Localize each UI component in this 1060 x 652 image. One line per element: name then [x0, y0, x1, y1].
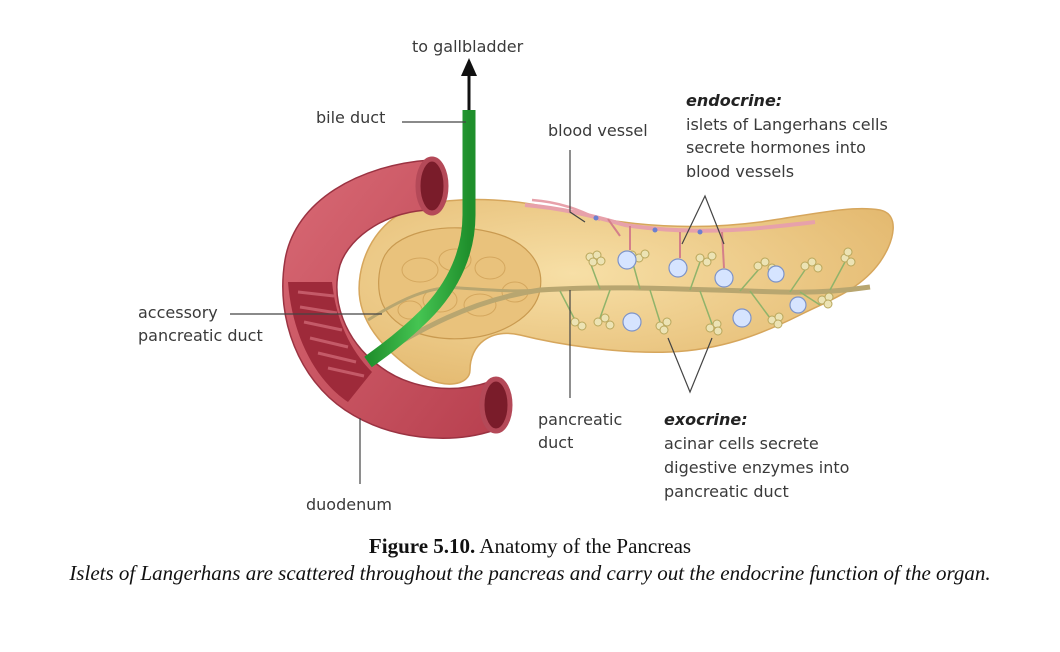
- pancreatic-duct: [368, 284, 871, 363]
- label-to-gallbladder: to gallbladder: [412, 37, 524, 56]
- figure-number: Figure 5.10.: [368, 534, 476, 558]
- label-exocrine-line1: acinar cells secrete: [664, 434, 819, 453]
- label-endocrine-title: endocrine:: [686, 91, 782, 110]
- pancreas-head-section: [378, 227, 542, 340]
- blood-vessel-capillaries: [607, 218, 725, 269]
- exocrine-leader: [667, 337, 713, 394]
- figure-caption: Figure 5.10. Anatomy of the Pancreas Isl…: [30, 533, 1030, 587]
- duodenum-lower-opening: [479, 376, 513, 434]
- label-endocrine-line1: islets of Langerhans cells: [686, 115, 888, 134]
- label-exocrine-title: exocrine:: [664, 410, 748, 429]
- duodenum-upper-opening: [415, 156, 449, 216]
- blood-vessel-valves: [593, 215, 703, 235]
- figure-description: Islets of Langerhans are scattered throu…: [69, 561, 991, 585]
- blood-vessel-leader: [569, 150, 586, 223]
- blood-vessel: [524, 203, 816, 233]
- figure-title: Anatomy of the Pancreas: [479, 534, 692, 558]
- label-endocrine-line2: secrete hormones into: [686, 138, 866, 157]
- label-blood-vessel: blood vessel: [548, 121, 648, 140]
- bile-duct: [364, 110, 476, 368]
- to-gallbladder-arrowhead: [461, 58, 477, 76]
- label-pancreatic-duct-line2: duct: [538, 433, 573, 452]
- pancreas-lobule-texture: [397, 248, 529, 320]
- acinar-clusters: [570, 247, 856, 336]
- label-exocrine-line3: pancreatic duct: [664, 482, 789, 501]
- endocrine-leader: [681, 194, 725, 245]
- label-exocrine-line2: digestive enzymes into: [664, 458, 849, 477]
- label-accessory-line1: accessory: [138, 303, 218, 322]
- duodenum-folds: [297, 290, 365, 378]
- label-accessory-line2: pancreatic duct: [138, 326, 263, 345]
- label-endocrine-line3: blood vessels: [686, 162, 794, 181]
- label-duodenum: duodenum: [306, 495, 392, 514]
- accessory-pancreatic-duct-vessel: [367, 286, 541, 322]
- label-pancreatic-duct-line1: pancreatic: [538, 410, 622, 429]
- label-bile-duct: bile duct: [316, 108, 385, 127]
- islets-of-langerhans: [617, 250, 807, 332]
